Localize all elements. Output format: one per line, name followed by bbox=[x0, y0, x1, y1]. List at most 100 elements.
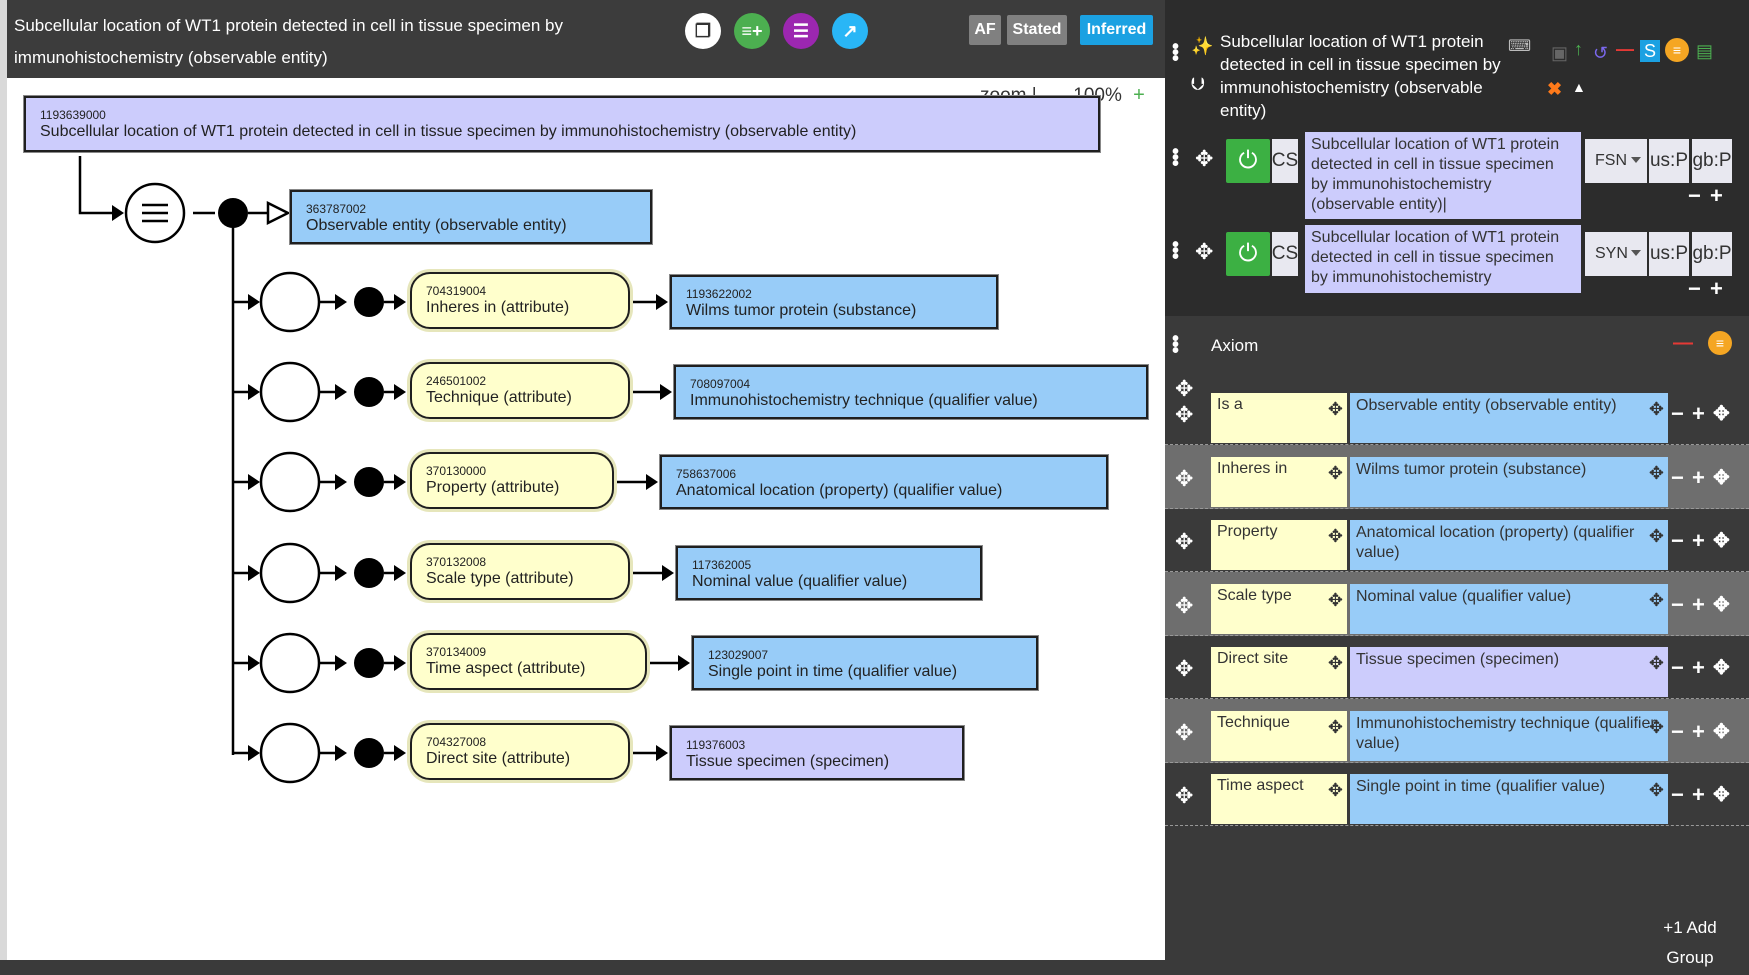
attribute-move-icon[interactable]: ✥ bbox=[1713, 530, 1730, 552]
type-drag-icon[interactable]: ✥ bbox=[1327, 716, 1343, 737]
description-drag-handle-icon[interactable]: ••• bbox=[1172, 234, 1180, 268]
add-description-icon[interactable]: + bbox=[1710, 183, 1723, 208]
value-drag-icon[interactable]: ✥ bbox=[1648, 399, 1664, 419]
add-attribute-icon[interactable]: + bbox=[1692, 464, 1705, 490]
attribute-move-icon[interactable]: ✥ bbox=[1713, 403, 1730, 425]
type-drag-icon[interactable]: ✥ bbox=[1327, 526, 1343, 546]
description-move-icon[interactable]: ✥ bbox=[1195, 146, 1214, 171]
value-drag-icon[interactable]: ✥ bbox=[1648, 589, 1664, 610]
collapse-icon[interactable]: ▲ bbox=[1572, 79, 1586, 95]
type-drag-icon[interactable]: ✥ bbox=[1327, 589, 1343, 610]
attribute-move-icon[interactable]: ✥ bbox=[1713, 784, 1730, 806]
s-icon[interactable]: S bbox=[1640, 40, 1660, 62]
add-attribute-icon[interactable]: + bbox=[1692, 401, 1705, 426]
attribute-move-icon[interactable]: ✥ bbox=[1713, 466, 1730, 489]
type-drag-icon[interactable]: ✥ bbox=[1327, 462, 1343, 483]
copy-button[interactable]: ❐ bbox=[685, 13, 721, 49]
row-move-icon[interactable]: ✥ bbox=[1175, 783, 1194, 808]
close-icon[interactable]: ✖ bbox=[1547, 79, 1563, 99]
menu-icon[interactable]: ≡ bbox=[1665, 38, 1689, 62]
remove-attribute-icon[interactable]: − bbox=[1671, 464, 1684, 490]
remove-attribute-icon[interactable]: − bbox=[1671, 591, 1684, 617]
row-move-icon[interactable]: ✥ bbox=[1175, 402, 1194, 427]
add-attribute-icon[interactable]: + bbox=[1692, 782, 1705, 807]
keyboard-icon[interactable]: ⌨ bbox=[1508, 38, 1532, 55]
remove-description-icon[interactable]: − bbox=[1688, 276, 1701, 301]
row-move-icon[interactable]: ✥ bbox=[1175, 719, 1194, 745]
zoom-in-button[interactable]: + bbox=[1133, 84, 1145, 106]
gb-acceptability-button[interactable]: gb:P bbox=[1692, 139, 1732, 183]
af-toggle[interactable]: AF bbox=[969, 15, 1001, 45]
drag-handle-icon[interactable]: ••• bbox=[1172, 36, 1180, 70]
description-move-icon[interactable]: ✥ bbox=[1195, 239, 1214, 264]
type-drag-icon[interactable]: ✥ bbox=[1327, 399, 1343, 419]
focus-concept-node[interactable]: 1193639000 Subcellular location of WT1 p… bbox=[24, 96, 1100, 152]
attribute-value-field[interactable]: Anatomical location (property) (qualifie… bbox=[1350, 520, 1668, 570]
attribute-type-field[interactable]: Inheres in✥ bbox=[1211, 456, 1347, 507]
add-attribute-icon[interactable]: + bbox=[1692, 591, 1705, 617]
attribute-value-field[interactable]: Observable entity (observable entity)✥ bbox=[1350, 393, 1668, 443]
attribute-value-field[interactable]: Immunohistochemistry technique (qualifie… bbox=[1350, 710, 1668, 761]
axiom-drag-handle-icon[interactable]: ••• bbox=[1172, 328, 1180, 362]
add-attribute-icon[interactable]: + bbox=[1692, 528, 1705, 553]
remove-attribute-icon[interactable]: − bbox=[1671, 528, 1684, 553]
add-attribute-icon[interactable]: + bbox=[1692, 655, 1705, 680]
description-active-toggle[interactable]: ⏻ bbox=[1226, 232, 1270, 276]
case-significance-button[interactable]: CS bbox=[1272, 232, 1298, 276]
bookmark-icon[interactable]: ⮋ bbox=[1191, 74, 1205, 94]
attribute-value-field[interactable]: Wilms tumor protein (substance)✥ bbox=[1350, 456, 1668, 507]
row-move-icon[interactable]: ✥ bbox=[1175, 656, 1194, 681]
axiom-remove-icon[interactable]: — bbox=[1673, 332, 1693, 354]
remove-attribute-icon[interactable]: − bbox=[1671, 655, 1684, 680]
open-external-button[interactable]: ↗ bbox=[832, 13, 868, 49]
value-drag-icon[interactable]: ✥ bbox=[1648, 653, 1664, 673]
attribute-value-field[interactable]: Nominal value (qualifier value)✥ bbox=[1350, 583, 1668, 634]
history-icon[interactable]: ↺ bbox=[1593, 43, 1609, 63]
type-drag-icon[interactable]: ✥ bbox=[1327, 653, 1343, 673]
value-drag-icon[interactable]: ✥ bbox=[1648, 716, 1664, 737]
classify-icon[interactable]: ▤ bbox=[1696, 41, 1714, 61]
add-attribute-icon[interactable]: + bbox=[1692, 718, 1705, 744]
attribute-type-field[interactable]: Property✥ bbox=[1211, 520, 1347, 570]
attribute-move-icon[interactable]: ✥ bbox=[1713, 593, 1730, 616]
remove-attribute-icon[interactable]: − bbox=[1671, 782, 1684, 807]
remove-icon[interactable]: — bbox=[1616, 39, 1634, 59]
description-term-field[interactable]: Subcellular location of WT1 protein dete… bbox=[1305, 132, 1581, 219]
description-term-field[interactable]: Subcellular location of WT1 protein dete… bbox=[1305, 225, 1581, 293]
attribute-type-field[interactable]: Direct site✥ bbox=[1211, 647, 1347, 697]
us-acceptability-button[interactable]: us:P bbox=[1649, 139, 1689, 183]
row-move-icon[interactable]: ✥ bbox=[1175, 465, 1194, 491]
parent-concept-node[interactable]: 363787002 Observable entity (observable … bbox=[290, 190, 652, 244]
save-icon[interactable]: ▣ bbox=[1551, 43, 1569, 63]
value-drag-icon[interactable]: ✥ bbox=[1648, 526, 1664, 546]
remove-attribute-icon[interactable]: − bbox=[1671, 718, 1684, 744]
description-active-toggle[interactable]: ⏻ bbox=[1226, 139, 1270, 183]
case-significance-button[interactable]: CS bbox=[1272, 139, 1298, 183]
add-to-list-button[interactable]: ≡+ bbox=[734, 13, 770, 49]
attribute-value-field[interactable]: Tissue specimen (specimen)✥ bbox=[1350, 647, 1668, 697]
remove-attribute-icon[interactable]: − bbox=[1671, 401, 1684, 426]
add-description-icon[interactable]: + bbox=[1710, 276, 1723, 301]
stated-toggle[interactable]: Stated bbox=[1007, 15, 1067, 45]
attribute-move-icon[interactable]: ✥ bbox=[1713, 657, 1730, 679]
attribute-move-icon[interactable]: ✥ bbox=[1713, 720, 1730, 743]
attribute-type-field[interactable]: Is a✥ bbox=[1211, 393, 1347, 443]
row-move-icon[interactable]: ✥ bbox=[1175, 529, 1194, 554]
axiom-menu-icon[interactable]: ≡ bbox=[1708, 331, 1732, 355]
attribute-type-field[interactable]: Technique✥ bbox=[1211, 710, 1347, 761]
inferred-toggle[interactable]: Inferred bbox=[1080, 15, 1153, 45]
attribute-type-field[interactable]: Scale type✥ bbox=[1211, 583, 1347, 634]
axiom-move-icon[interactable]: ✥ bbox=[1175, 376, 1194, 401]
description-type-select[interactable]: SYN bbox=[1585, 232, 1647, 276]
